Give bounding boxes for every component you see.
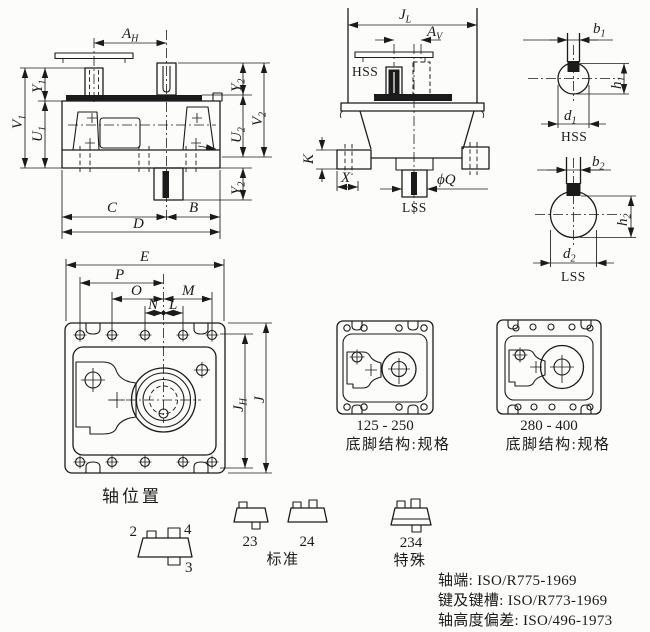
- dim-label-h2: h2: [615, 214, 634, 227]
- dim-label-y2-top: Y2: [229, 79, 248, 92]
- foot-structure-large: 280 - 400 底脚结构:规格: [496, 319, 611, 453]
- dim-label-b: B: [189, 200, 198, 216]
- dim-label-v1: V1: [10, 115, 29, 129]
- end-view: JL AV HSS K X ϕQ LSS: [301, 7, 490, 215]
- side-view-input-shaft: [54, 30, 177, 222]
- dim-label-d: D: [132, 216, 144, 232]
- side-view-output-shaft: [153, 167, 252, 201]
- dim-label-d2: d2: [563, 246, 576, 265]
- code-234-label: 234: [400, 535, 423, 551]
- foot-small-caption: 底脚结构:规格: [346, 436, 451, 453]
- dim-label-o: O: [131, 283, 142, 299]
- dim-label-y1: Y1: [30, 80, 49, 93]
- hss-section-label: HSS: [561, 129, 587, 144]
- dim-label-u1: U1: [30, 126, 49, 142]
- dim-label-b2: b2: [592, 154, 605, 173]
- dim-label-u2: U2: [229, 127, 248, 143]
- hss-shaft-label: HSS: [352, 64, 378, 79]
- lss-shaft-label: LSS: [402, 200, 427, 215]
- dim-label-l: L: [168, 297, 177, 313]
- iso-keys-keyways: 键及键槽: ISO/R773-1969: [438, 592, 607, 609]
- dim-label-x: X: [340, 170, 351, 186]
- side-view: AH V1 Y1 U1 Y2 U2 V2 Y2 C B D: [10, 26, 272, 239]
- position-3-label: 3: [185, 560, 193, 576]
- iso-shaft-height-tolerance: 轴高度偏差: ISO/496-1973: [438, 612, 612, 629]
- end-view-dimensions: JL AV HSS K X ϕQ LSS: [301, 7, 488, 215]
- iso-standards-note: 轴端: ISO/R775-1969 键及键槽: ISO/R773-1969 轴高…: [438, 572, 612, 629]
- dim-label-phi-q: ϕQ: [437, 172, 456, 188]
- lss-shaft-section: b2 h2 d2 LSS: [533, 154, 636, 284]
- hss-shaft-section: b1 h1 d1 HSS: [523, 21, 629, 144]
- dim-label-y2-bottom: Y2: [229, 182, 248, 195]
- dim-label-c: C: [107, 200, 118, 216]
- plan-view-dimensions: E P O M N L JH J: [65, 249, 272, 474]
- foot-large-caption: 底脚结构:规格: [506, 436, 611, 453]
- position-4-label: 4: [184, 522, 192, 538]
- standard-caption: 标准: [266, 551, 299, 568]
- plan-view-bolt-holes: [73, 328, 219, 469]
- side-view-housing: [61, 92, 223, 172]
- dim-label-ah: AH: [121, 26, 139, 45]
- dim-label-v2: V2: [250, 112, 269, 126]
- plan-view-housing: [64, 274, 226, 474]
- dim-label-k: K: [301, 153, 317, 165]
- code-24-label: 24: [300, 534, 316, 550]
- foot-large-range-label: 280 - 400: [520, 418, 578, 434]
- code-23-diagram: 23: [233, 501, 269, 550]
- plan-view-caption-shaft-position: 轴位置: [102, 487, 162, 506]
- position-code-diagram: 2 4 3: [130, 522, 193, 576]
- dim-label-av: AV: [426, 24, 444, 43]
- special-caption: 特殊: [393, 552, 426, 569]
- foot-structure-small: 125 - 250 底脚结构:规格: [336, 320, 451, 453]
- code-24-diagram: 24: [287, 499, 328, 550]
- dim-label-jl: JL: [399, 7, 412, 26]
- dim-label-b1: b1: [593, 21, 606, 40]
- iso-shaft-ends: 轴端: ISO/R775-1969: [438, 572, 577, 589]
- code-23-label: 23: [243, 534, 258, 550]
- dim-label-h1: h1: [609, 77, 628, 90]
- position-2-label: 2: [130, 524, 138, 540]
- lss-section-label: LSS: [561, 269, 586, 284]
- dim-label-p: P: [114, 267, 124, 283]
- dim-label-e: E: [139, 249, 149, 265]
- dim-label-d1: d1: [564, 108, 577, 127]
- shaft-position-codes: 2 4 3 23 24 标准 234 特殊: [130, 498, 432, 576]
- end-view-housing: [336, 8, 490, 214]
- dim-label-m: M: [181, 283, 196, 299]
- dim-label-j: J: [252, 395, 268, 403]
- foot-small-range-label: 125 - 250: [356, 418, 414, 434]
- dim-label-jh: JH: [231, 397, 250, 412]
- dim-label-n: N: [147, 297, 159, 313]
- code-234-diagram: 234: [390, 498, 432, 551]
- plan-view: E P O M N L JH J 轴位置: [64, 249, 272, 506]
- side-view-dimensions: AH V1 Y1 U1 Y2 U2 V2 Y2 C B D: [10, 26, 272, 239]
